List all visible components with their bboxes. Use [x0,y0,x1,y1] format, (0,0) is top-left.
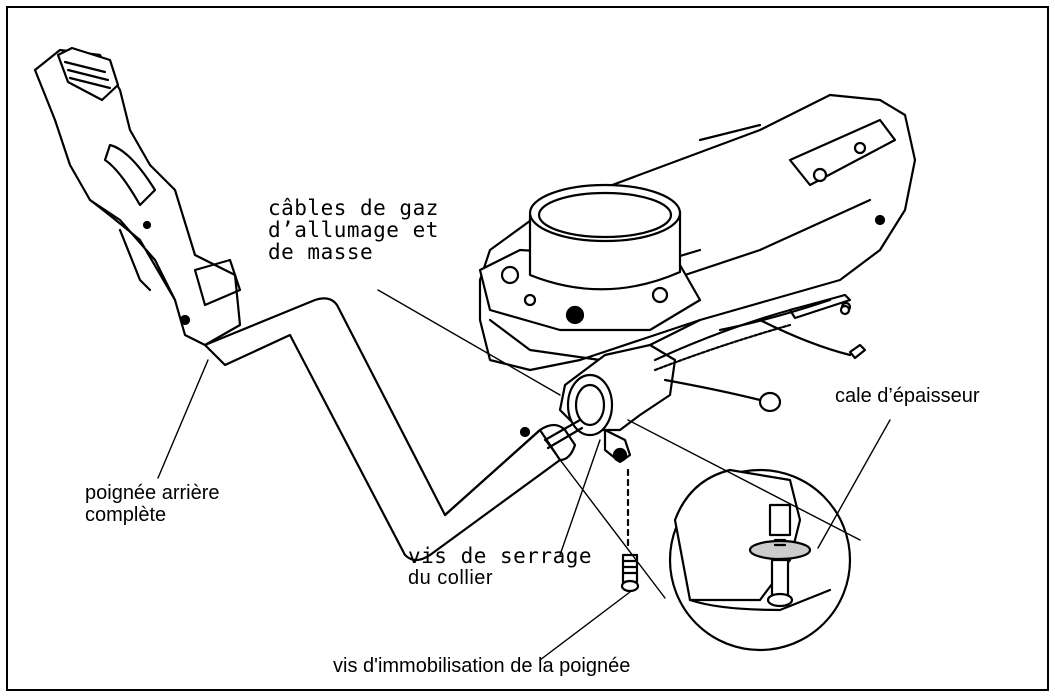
label-shim: cale d’épaisseur [835,385,980,407]
lock-screw [620,553,640,593]
label-lock-screw: vis d'immobilisation de la poignée [333,655,631,677]
leader-lines [157,289,891,661]
rear-grip [33,46,242,347]
label-clamp-screw: vis de serrage du collier [408,544,593,589]
label-rear-handle: poignée arrière complète [85,482,220,526]
detail-magnifier [668,468,852,652]
intake-cylinder [528,183,682,291]
handle-clamp-collar [558,343,677,464]
label-cables: câbles de gaz d’allumage et de masse [268,196,439,264]
cables [653,293,867,413]
